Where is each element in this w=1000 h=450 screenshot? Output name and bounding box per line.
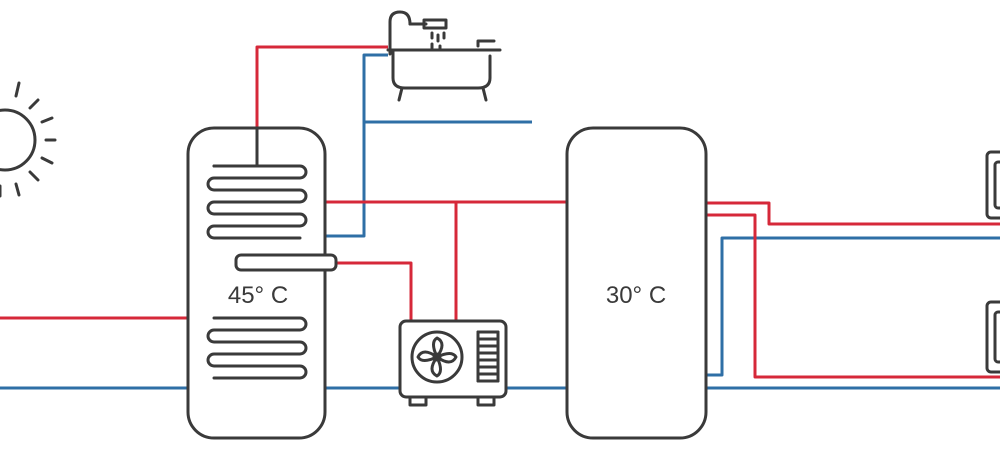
buffer-temperature-label: 30° C [605, 282, 667, 309]
cold-pipe-buffer-return [706, 236, 1000, 377]
cold-pipe-boiler-to-bath [325, 53, 388, 238]
cold-pipes [0, 53, 1000, 390]
radiator-icon-lower [985, 300, 1000, 374]
radiator-icon [985, 150, 1000, 220]
hot-pipe-sensor-to-pump [336, 261, 413, 321]
heat-pump-icon [398, 319, 508, 407]
boiler-heating-element [234, 253, 338, 272]
hot-pipe-buffer-to-radiator-bottom [706, 213, 1000, 379]
buffer-tank [565, 126, 708, 440]
boiler-top-coil [206, 164, 308, 240]
boiler-temperature-label: 45° C [227, 282, 289, 309]
hot-pipe-buffer-to-radiator-top [706, 201, 1000, 226]
boiler-inner-line [212, 126, 259, 168]
sun-icon [0, 81, 57, 198]
hot-pipes [0, 45, 1000, 379]
boiler-tank [186, 126, 338, 440]
fan-icon [410, 330, 464, 384]
boiler-bottom-coil [206, 316, 308, 380]
hot-pipe-boiler-to-bath [255, 45, 388, 128]
shower-head-icon [408, 18, 448, 52]
bathtub-icon [386, 10, 502, 102]
